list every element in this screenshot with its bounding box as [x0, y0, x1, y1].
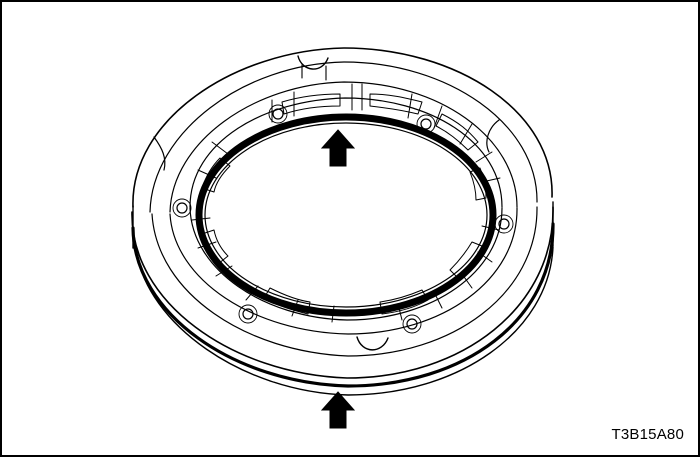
- up-arrow-icon: [320, 391, 356, 429]
- up-arrow-icon: [320, 129, 356, 167]
- inner-seal-icon: [195, 113, 497, 317]
- figure-code: T3B15A80: [611, 426, 684, 443]
